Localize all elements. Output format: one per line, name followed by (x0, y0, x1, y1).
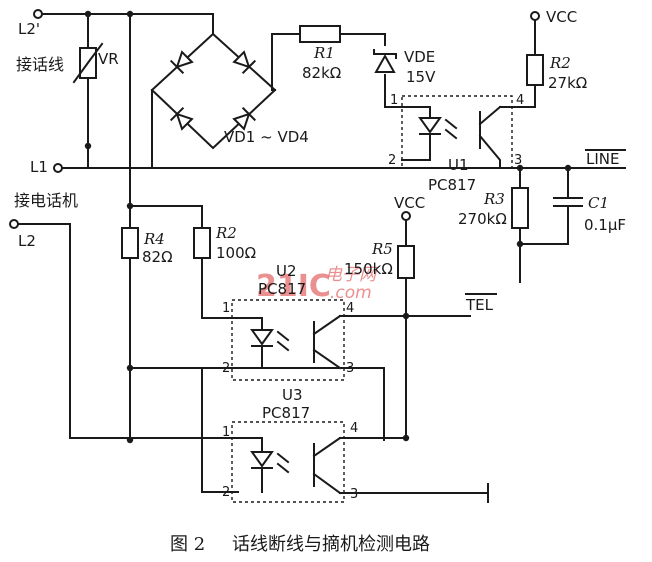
u3-pin-4: 4 (350, 421, 358, 436)
label-r2-mid-name: R2 (215, 224, 237, 242)
label-l1: L1 (30, 158, 48, 176)
label-u3-name: U3 (282, 386, 303, 404)
terminal-vcc-mid (401, 211, 411, 221)
label-r1-name: R1 (313, 44, 335, 62)
label-line-signal: LINE (586, 150, 619, 168)
optocoupler-u2 (231, 299, 345, 381)
u1-pin-2: 2 (388, 153, 396, 168)
optocoupler-u1 (401, 95, 513, 169)
resistor-r2-top (526, 54, 544, 86)
label-r4-value: 82Ω (142, 248, 173, 266)
label-l2-prime: L2' (18, 20, 40, 38)
u2-pin-1: 1 (222, 301, 230, 316)
watermark: 21IC 电子网 .com (256, 265, 378, 304)
label-c1-value: 0.1μF (584, 216, 626, 234)
capacitor-c1 (553, 197, 583, 227)
label-phone: 接电话机 (14, 191, 78, 210)
terminals (9, 9, 540, 229)
terminal-l2 (9, 219, 19, 229)
watermark-logo: 21IC (256, 269, 331, 304)
label-r3-name: R3 (483, 190, 505, 208)
label-r2-mid-value: 100Ω (216, 244, 256, 262)
diode-bridge (150, 32, 277, 150)
label-r2-top-value: 27kΩ (548, 74, 587, 92)
resistor-r5 (397, 245, 415, 279)
label-vr: VR (98, 50, 119, 68)
u1-pin-3: 3 (514, 153, 522, 168)
zener-diode-vde (373, 49, 397, 73)
label-line: 接话线 (16, 55, 64, 74)
watermark-domain: .com (330, 283, 372, 303)
label-bridge: VD1 ~ VD4 (224, 128, 309, 146)
u2-pin-2: 2 (222, 361, 230, 376)
label-u2-part: PC817 (258, 280, 306, 298)
caption-text: 话线断线与摘机检测电路 (232, 534, 430, 555)
resistor-r4 (121, 227, 139, 259)
label-r5-value: 150kΩ (344, 260, 393, 278)
label-r1-value: 82kΩ (302, 64, 341, 82)
label-vcc-mid: VCC (394, 194, 425, 212)
terminal-vcc-top (530, 11, 540, 21)
u2-pin-4: 4 (346, 301, 354, 316)
resistor-r1 (299, 25, 341, 43)
label-vde-name: VDE (404, 48, 435, 66)
label-vde-value: 15V (406, 68, 436, 86)
terminal-l2-prime (33, 9, 43, 19)
u1-pin-1: 1 (390, 93, 398, 108)
label-r2-top-name: R2 (549, 54, 571, 72)
label-vcc-top: VCC (546, 8, 577, 26)
label-r5-name: R5 (371, 240, 393, 258)
label-c1-name: C1 (588, 194, 609, 212)
label-r4-name: R4 (143, 230, 165, 248)
label-u1-part: PC817 (428, 176, 476, 194)
u3-pin-2: 2 (222, 485, 230, 500)
optocoupler-u3 (231, 421, 345, 503)
label-u2-name: U2 (276, 262, 297, 280)
label-r3-value: 270kΩ (458, 210, 507, 228)
label-l2: L2 (18, 232, 36, 250)
u3-pin-3: 3 (350, 487, 358, 502)
u2-pin-3: 3 (346, 361, 354, 376)
label-u1-name: U1 (448, 156, 469, 174)
terminal-l1 (53, 163, 63, 173)
u1-pin-4: 4 (516, 93, 524, 108)
labels: L2' 接话线 VR L1 接电话机 L2 VD1 ~ VD4 R1 82kΩ … (14, 8, 626, 502)
resistor-r3 (511, 187, 529, 229)
u3-pin-1: 1 (222, 425, 230, 440)
resistor-r2-mid (193, 227, 211, 259)
vr-varistor (72, 42, 104, 84)
junctions (84, 10, 572, 444)
watermark-cn: 电子网 (325, 265, 378, 285)
label-u3-part: PC817 (262, 404, 310, 422)
caption-fig-number: 图 2 (170, 534, 205, 555)
figure-caption: 图 2 话线断线与摘机检测电路 (170, 534, 430, 555)
label-tel-signal: TEL (465, 296, 494, 314)
